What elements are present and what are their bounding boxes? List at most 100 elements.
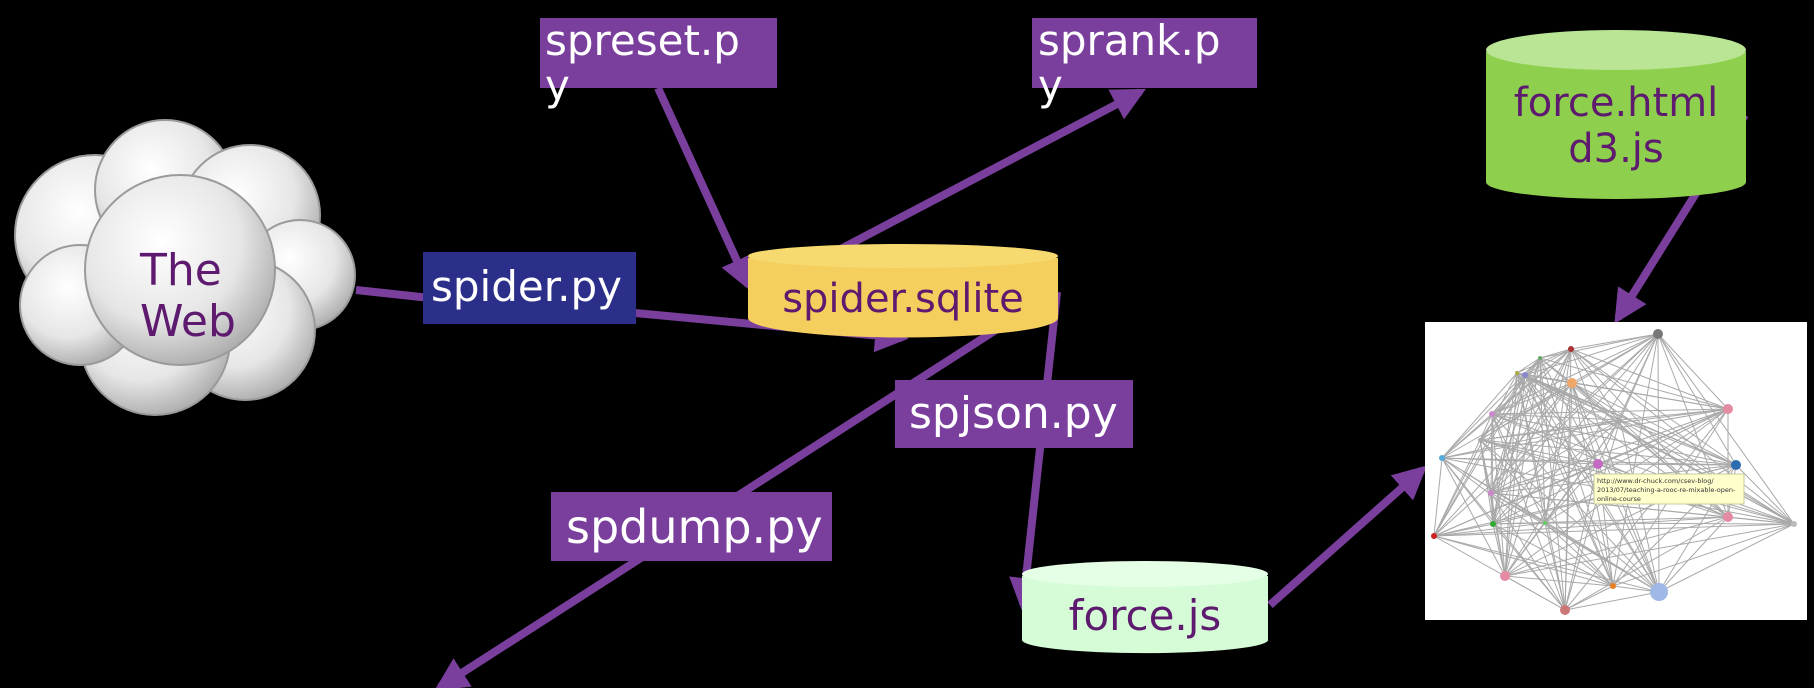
graph-edge (1492, 419, 1621, 525)
graph-edge (1657, 333, 1737, 466)
graph-edge (1524, 374, 1729, 410)
graph-edge (1441, 457, 1506, 577)
graph-edge (1490, 382, 1573, 494)
the-web-label-line-1: The (140, 245, 222, 296)
spreset-py-box: spreset.p y (540, 18, 777, 109)
graph-node (1489, 411, 1495, 417)
graph-edge (1544, 522, 1660, 593)
force-js-database (1022, 561, 1268, 654)
graph-node (1490, 521, 1496, 527)
force-js-label: force.js (1068, 591, 1222, 640)
arrow-sqlite-to-spdump (434, 288, 1058, 688)
graph-edge (1727, 516, 1795, 525)
spider-sqlite-label: spider.sqlite (782, 276, 1024, 322)
graph-edge (1441, 408, 1729, 459)
graph-edge (1433, 535, 1614, 587)
graph-node (1618, 418, 1622, 422)
graph-edge (1619, 419, 1660, 593)
graph-tooltip-box (1593, 473, 1745, 505)
force-html-label: force.html d3.js (1486, 80, 1746, 172)
graph-edge (1490, 492, 1729, 518)
graph-edge (1612, 333, 1659, 587)
graph-edge (1433, 523, 1494, 537)
graph-edge (1479, 439, 1506, 577)
graph-node (1515, 371, 1519, 375)
graph-node (1543, 521, 1547, 525)
graph-edge (1433, 439, 1481, 537)
graph-edge (1492, 516, 1729, 525)
graph-edge (1619, 419, 1737, 466)
spdump-py-box: spdump.py (551, 492, 832, 561)
graph-tooltip-line-1: http://www.dr-chuck.com/csev-blog/ (1597, 477, 1714, 485)
arrow-web-to-spider (355, 286, 431, 302)
graph-node (1538, 356, 1542, 360)
graph-node (1723, 404, 1733, 414)
graph-edge (1479, 439, 1599, 465)
graph-node (1593, 459, 1603, 469)
graph-nodes (1431, 329, 1797, 615)
graph-node (1723, 512, 1733, 522)
force-html-database (1486, 30, 1746, 199)
graph-edge (1544, 522, 1614, 587)
graph-node (1567, 378, 1577, 388)
graph-node (1500, 571, 1510, 581)
graph-node (1522, 372, 1528, 378)
graph-edge (1504, 333, 1659, 577)
graph-edge (1504, 575, 1614, 587)
graph-edge (1570, 348, 1729, 410)
graph-node (1478, 438, 1482, 442)
graph-edge (1490, 419, 1621, 494)
d3-js-label-line-2: d3.js (1568, 126, 1664, 172)
graph-edge (1490, 408, 1729, 494)
arrow-forcejs-to-graph (1267, 465, 1428, 608)
graph-edge (1433, 457, 1443, 537)
graph-edge (1524, 374, 1621, 421)
graph-edge (1564, 419, 1621, 611)
arrow-sqlite-to-forcejs (1009, 291, 1061, 612)
graph-edge (1490, 463, 1599, 494)
graph-edge (1658, 523, 1795, 593)
graph-node (1653, 329, 1663, 339)
graph-edge (1658, 516, 1729, 593)
graph-edge (1539, 357, 1729, 410)
graph-edge (1516, 357, 1541, 374)
graph-edge (1570, 348, 1737, 466)
graph-edge (1735, 464, 1795, 525)
spider-sqlite-database (748, 244, 1058, 338)
graph-edge (1544, 522, 1795, 525)
graph-edge (1441, 457, 1614, 587)
graph-edge (1539, 348, 1572, 359)
graph-edge (1619, 419, 1795, 525)
graph-edge (1433, 523, 1795, 537)
graph-edge (1524, 374, 1660, 593)
graph-node (1439, 455, 1445, 461)
the-web-label: The Web (140, 245, 236, 347)
graph-edge (1491, 413, 1621, 421)
force-graph-preview: http://www.dr-chuck.com/csev-blog/ 2013/… (1425, 322, 1807, 620)
graph-node (1560, 605, 1570, 615)
graph-edge (1492, 523, 1566, 611)
graph-edge (1597, 463, 1737, 466)
graph-edge (1564, 585, 1614, 611)
graph-edge (1612, 523, 1795, 587)
graph-edge (1504, 419, 1621, 577)
force-html-label-line-1: force.html (1513, 80, 1719, 126)
graph-node (1610, 583, 1616, 589)
graph-edge (1571, 382, 1737, 466)
arrow-spreset-to-sqlite (654, 86, 753, 292)
graph-edge (1516, 372, 1660, 593)
graph-edge (1491, 408, 1729, 415)
graph-node (1650, 583, 1668, 601)
graph-edge (1570, 348, 1795, 525)
graph-edge (1491, 413, 1546, 524)
graph-edge (1504, 357, 1541, 577)
graph-edge (1479, 408, 1729, 441)
the-web-label-line-2: Web (140, 295, 236, 347)
graph-edge (1479, 439, 1737, 466)
graph-edge (1479, 439, 1614, 587)
graph-edge (1657, 333, 1729, 410)
graph-edge (1490, 357, 1541, 494)
graph-edge (1490, 492, 1566, 611)
graph-edge (1619, 333, 1659, 421)
